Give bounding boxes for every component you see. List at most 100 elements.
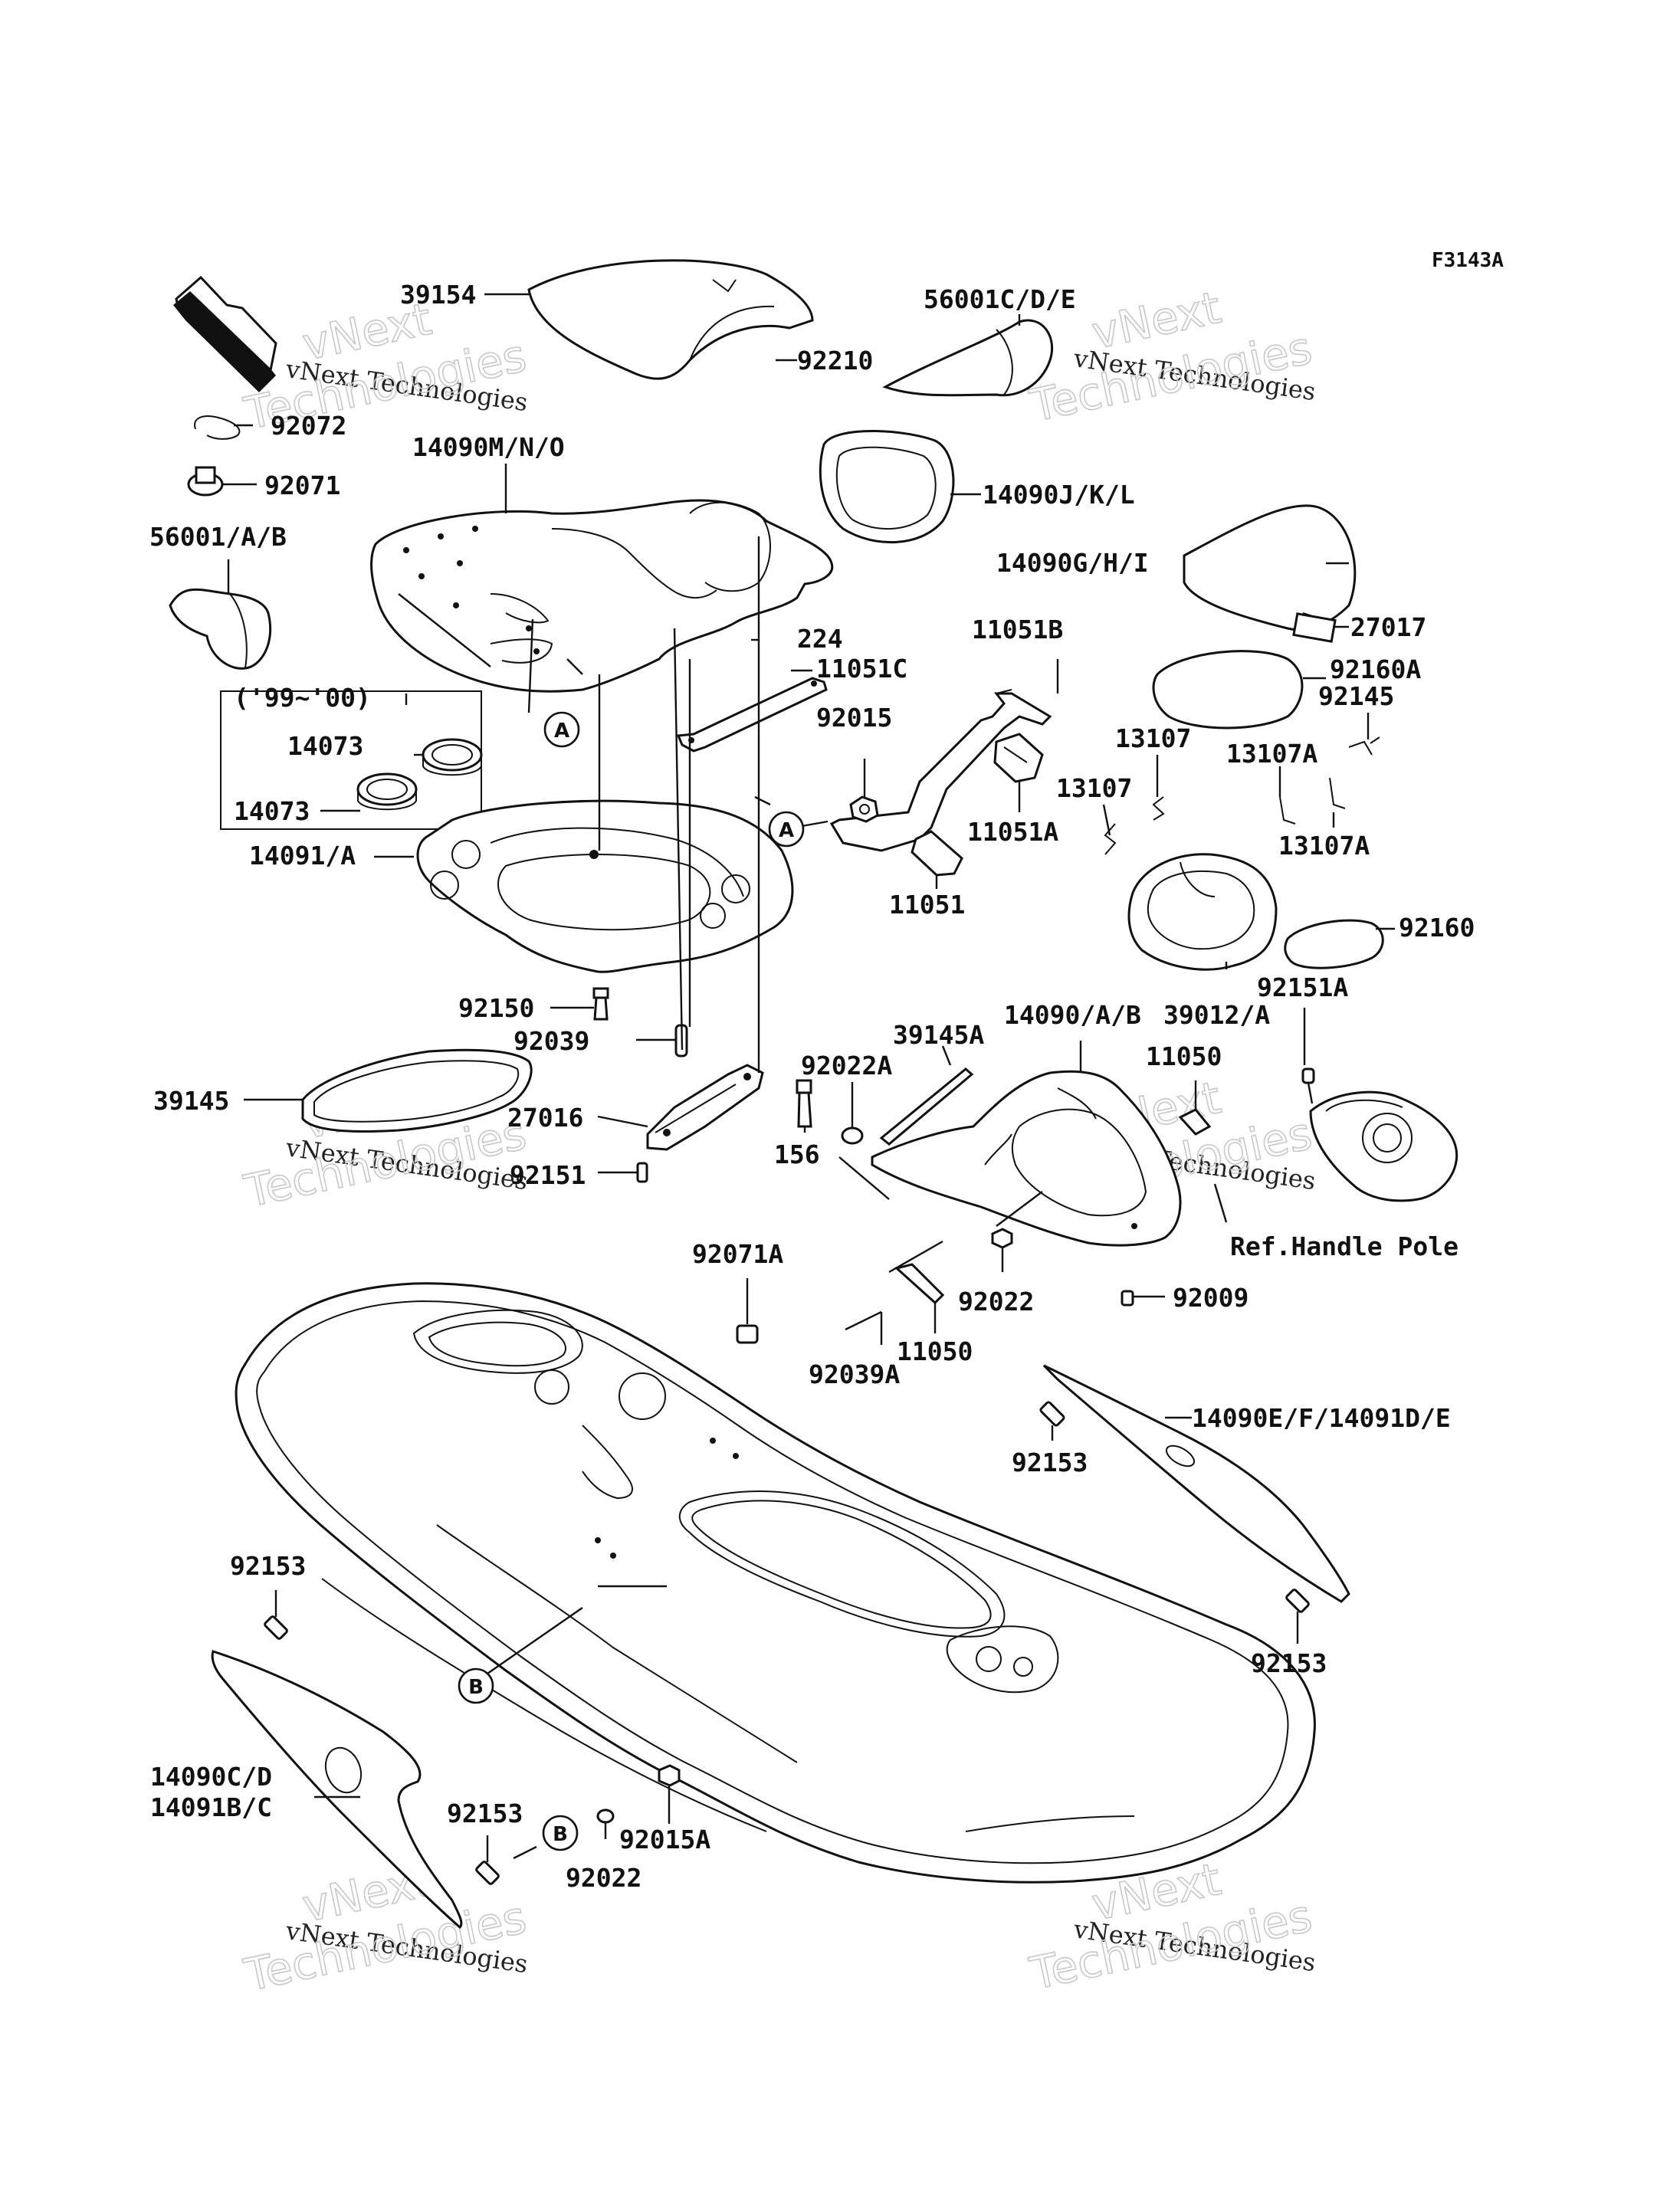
part-156-bolt xyxy=(796,1079,812,1128)
part-92015-nut xyxy=(849,795,879,823)
label-39012a: 39012/A xyxy=(1163,1000,1270,1030)
label-92153-c: 92153 xyxy=(230,1551,306,1581)
label-92071a: 92071A xyxy=(692,1239,783,1269)
label-14073-a: 14073 xyxy=(287,731,363,761)
label-92039a: 92039A xyxy=(809,1359,900,1389)
label-13107-a: 13107 xyxy=(1115,723,1191,753)
label-27017: 27017 xyxy=(1350,612,1426,642)
callout-b-hull: B xyxy=(458,1667,494,1704)
label-27016: 27016 xyxy=(507,1103,583,1133)
part-92071a-grommet xyxy=(736,1324,759,1344)
label-92153-b: 92153 xyxy=(1251,1648,1327,1678)
label-13107-b: 13107 xyxy=(1056,773,1132,803)
part-92022-washer xyxy=(596,1808,615,1824)
part-13107-spring-b xyxy=(1104,823,1117,855)
front-arrow-icon: FRONT xyxy=(173,275,277,392)
part-92072-clip xyxy=(194,415,241,440)
part-92015a-nut xyxy=(658,1764,681,1787)
label-14073-b: 14073 xyxy=(234,796,310,826)
label-14090ef: 14090E/F/14091D/E xyxy=(1192,1403,1451,1433)
label-92160: 92160 xyxy=(1399,913,1475,943)
label-56001cde: 56001C/D/E xyxy=(924,284,1076,314)
label-14091a: 14091/A xyxy=(249,841,356,871)
part-11051-block xyxy=(911,830,963,877)
part-13107a-pin-b xyxy=(1329,777,1346,809)
part-39154-seat-cowl xyxy=(527,259,814,380)
label-92015: 92015 xyxy=(816,703,892,733)
label-14090jkl: 14090J/K/L xyxy=(983,480,1135,510)
part-13107a-pin-a xyxy=(1279,796,1296,825)
part-11051a-block xyxy=(993,733,1044,783)
label-92072: 92072 xyxy=(271,411,346,441)
label-11051c: 11051C xyxy=(816,654,907,684)
label-11051a: 11051A xyxy=(967,817,1058,847)
label-92151a: 92151A xyxy=(1257,972,1348,1002)
callout-b-panel: B xyxy=(542,1815,579,1851)
part-92151a-bolt xyxy=(1301,1067,1315,1104)
label-92153-a: 92153 xyxy=(1012,1448,1088,1477)
label-11051: 11051 xyxy=(889,890,965,920)
part-92009-screw xyxy=(1121,1290,1134,1307)
part-92022-nut xyxy=(991,1228,1013,1249)
part-39012a-bucket xyxy=(1127,853,1278,971)
label-14090ab: 14090/A/B xyxy=(1004,1000,1141,1030)
label-224: 224 xyxy=(797,624,843,654)
callout-a-seat: A xyxy=(543,711,580,748)
part-92160a-cover xyxy=(1152,650,1304,730)
part-14090cd-side-panel xyxy=(211,1650,463,1930)
part-39145a-strip xyxy=(879,1067,974,1146)
label-11051b: 11051B xyxy=(972,615,1063,644)
label-13107a: 13107A xyxy=(1226,739,1317,769)
label-92071: 92071 xyxy=(264,471,340,500)
part-92153-bolt-d xyxy=(475,1861,500,1885)
part-14073-collar-b xyxy=(356,772,418,811)
label-14090ghi: 14090G/H/I xyxy=(996,548,1149,578)
label-14090cd: 14090C/D xyxy=(150,1762,272,1792)
label-156: 156 xyxy=(774,1139,820,1169)
part-labels: 39154 92210 56001C/D/E 92072 92071 14090… xyxy=(149,280,1475,1893)
label-92015a: 92015A xyxy=(619,1825,710,1854)
part-11051c-bracket xyxy=(676,677,828,753)
label-11050-a: 11050 xyxy=(1146,1041,1222,1071)
part-11050-pin-b xyxy=(894,1263,945,1305)
part-14090ghi-panel xyxy=(1183,504,1357,631)
part-14090ef-side-panel xyxy=(1042,1364,1350,1603)
part-27017-tag xyxy=(1292,612,1337,643)
part-92039a-pin xyxy=(845,1310,882,1331)
label-39154: 39154 xyxy=(400,280,476,310)
label-39145: 39145 xyxy=(153,1086,229,1116)
part-14090mno-seat xyxy=(370,499,834,693)
svg-text:B: B xyxy=(553,1823,568,1846)
part-27016-rail xyxy=(646,1064,764,1151)
label-92022-b: 92022 xyxy=(566,1863,641,1893)
label-92009: 92009 xyxy=(1173,1283,1249,1313)
label-92153-d: 92153 xyxy=(447,1799,523,1828)
callout-a-bracket: A xyxy=(768,811,805,848)
label-92022: 92022 xyxy=(958,1287,1034,1317)
label-39145a: 39145A xyxy=(893,1020,984,1050)
label-14091bc: 14091B/C xyxy=(150,1792,272,1822)
leader-lines xyxy=(222,293,1395,1862)
part-14090jkl-pad xyxy=(819,430,955,544)
part-92151-screw xyxy=(636,1162,648,1183)
part-56001ab-grip xyxy=(169,588,272,670)
part-92071-grommet xyxy=(187,466,224,497)
part-92145-pin xyxy=(1348,736,1380,756)
part-56001cde-grip xyxy=(882,319,1054,397)
part-92160-cap xyxy=(1284,919,1384,969)
ref-handle-pole: Ref.Handle Pole xyxy=(1230,1231,1459,1261)
part-14091a-seat-base xyxy=(416,799,794,973)
label-92150: 92150 xyxy=(458,993,534,1023)
year-box xyxy=(220,690,482,830)
label-13107a-2: 13107A xyxy=(1278,831,1370,861)
part-92153-bolt-c xyxy=(264,1615,288,1640)
label-92160a: 92160A xyxy=(1330,654,1421,684)
part-11050-pin-a xyxy=(1178,1108,1212,1136)
part-92022a-washer xyxy=(841,1126,864,1145)
label-92210: 92210 xyxy=(797,346,873,375)
label-year-note: ('99~'00) xyxy=(234,683,371,713)
part-92150-bolt xyxy=(592,987,609,1021)
part-14090ab-cowl xyxy=(871,1070,1182,1247)
label-92145: 92145 xyxy=(1318,681,1394,711)
